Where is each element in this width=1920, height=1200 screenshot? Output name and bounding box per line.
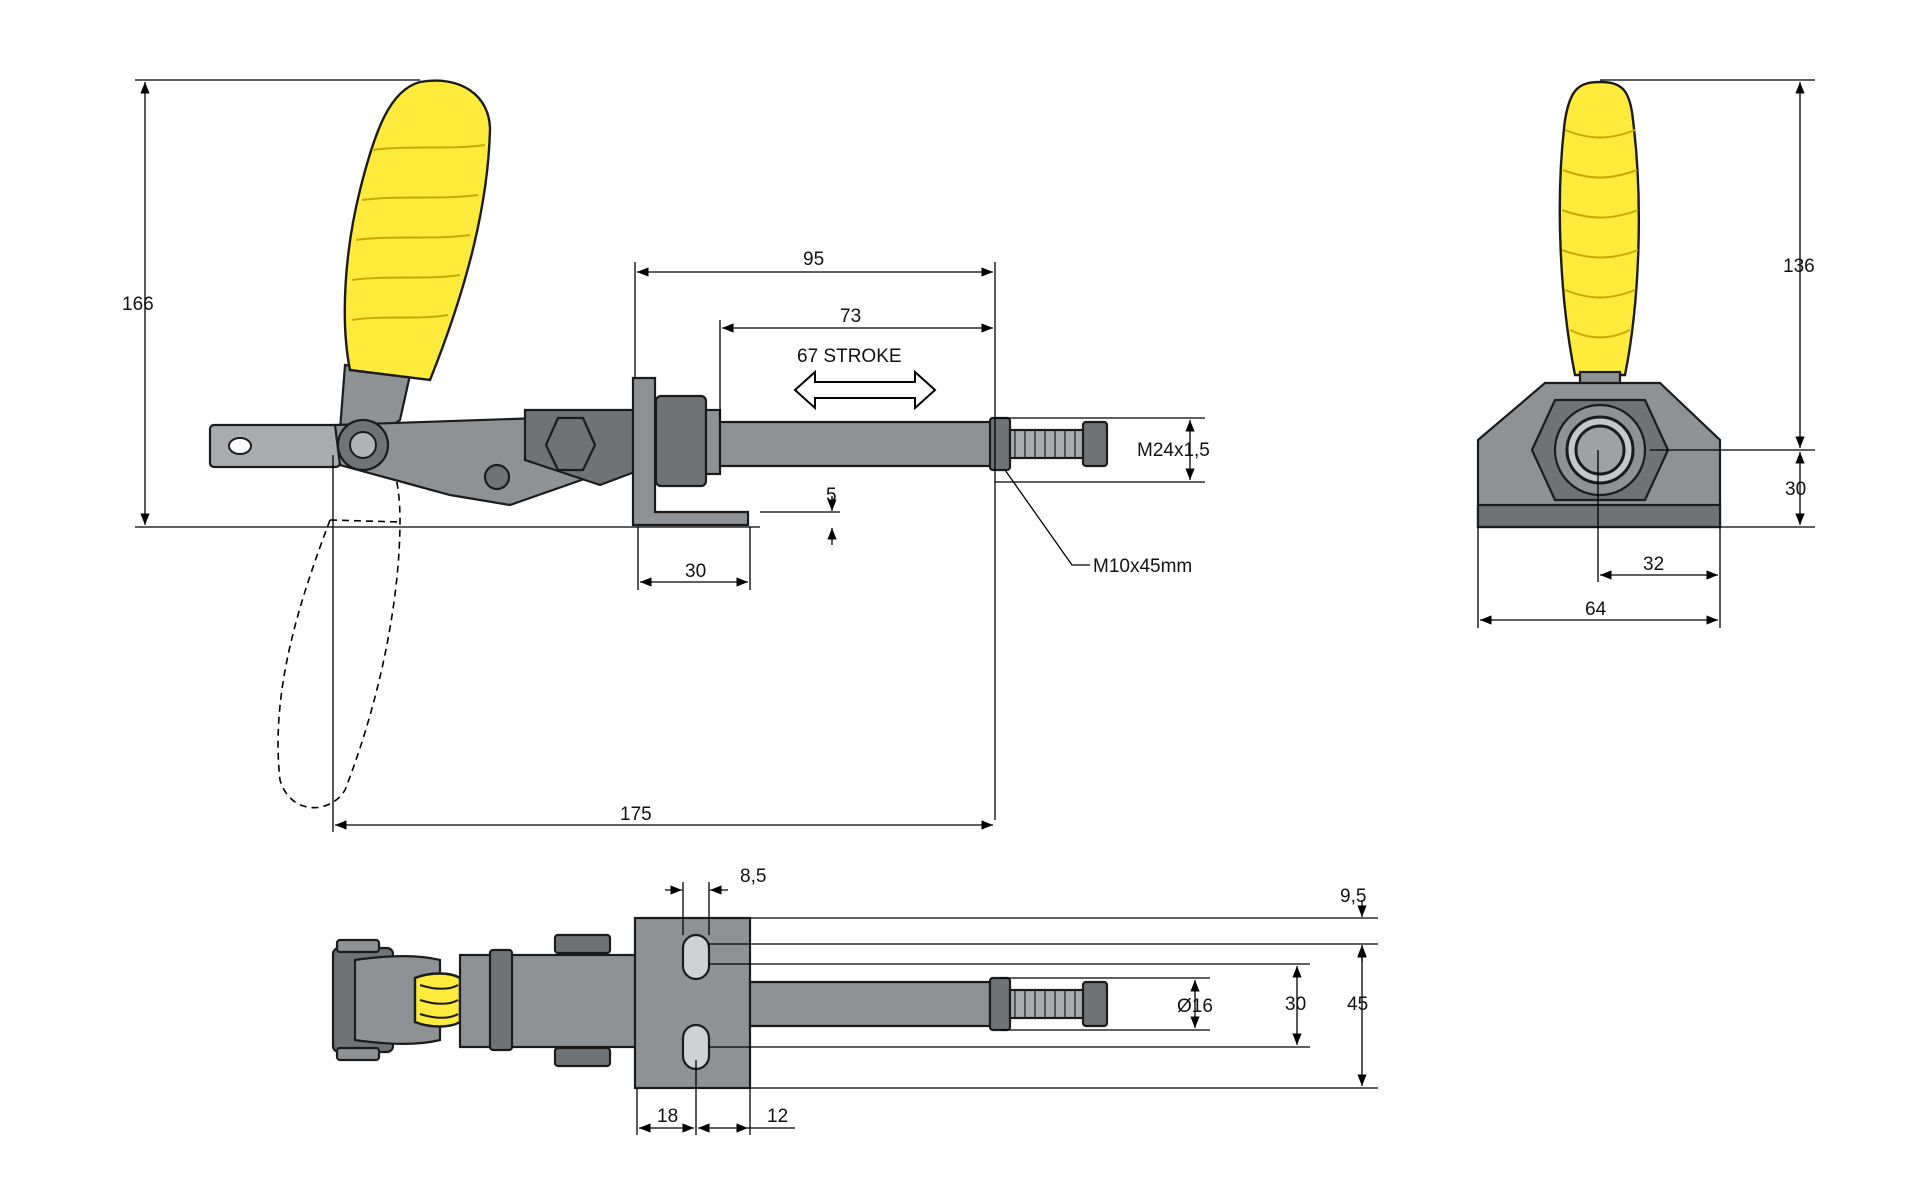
- dim-plunger-length: 73: [840, 306, 861, 327]
- dim-base-width: 30: [685, 561, 706, 582]
- dim-base-thickness: 5: [826, 485, 837, 506]
- lock-nut: [988, 416, 1012, 472]
- dim-hole-spacing: 30: [1285, 994, 1306, 1015]
- hex-bolt-head: [544, 416, 597, 472]
- plunger-rod: [718, 420, 997, 468]
- dim-overall-height: 166: [122, 294, 154, 315]
- dim-edge-offset: 9,5: [1340, 886, 1366, 907]
- dim-front-half-width: 32: [1643, 554, 1664, 575]
- dim-slot-width: 8,5: [740, 866, 766, 887]
- front-view: 136 30 32 64: [1476, 79, 1815, 628]
- top-bolt-lower: [553, 1046, 612, 1068]
- spindle-bolt: [1008, 428, 1087, 460]
- dim-slot-offset: 18: [657, 1106, 678, 1127]
- dim-main-thread: M24x1,5: [1137, 440, 1210, 461]
- dim-plate-height: 45: [1347, 994, 1368, 1015]
- front-base-foot: [1476, 503, 1722, 529]
- handle-grip: [343, 79, 492, 382]
- dim-overall-length: 175: [620, 804, 652, 825]
- mounting-bracket: [631, 376, 750, 527]
- dim-bolt-thread: M10x45mm: [1093, 556, 1192, 577]
- dim-stroke: 67 STROKE: [797, 346, 902, 367]
- dim-rod-diameter: Ø16: [1177, 996, 1213, 1017]
- dim-front-height-handle: 136: [1783, 256, 1815, 277]
- top-bolt-upper: [553, 933, 612, 955]
- dim-front-base-width: 64: [1585, 599, 1607, 620]
- dim-plunger-reach: 95: [803, 249, 824, 270]
- front-handle-grip: [1558, 80, 1641, 377]
- slot-upper: [681, 933, 711, 981]
- side-view: 166 9: [122, 79, 1210, 832]
- rivet: [483, 463, 511, 491]
- stroke-double-arrow: [793, 369, 937, 411]
- dim-front-height-base: 30: [1785, 479, 1806, 500]
- top-plunger-rod: [748, 980, 992, 1028]
- bolt-head: [1081, 420, 1109, 468]
- top-view: 8,5 9,5 Ø16 30 45 18 12: [331, 866, 1378, 1135]
- dim-edge-distance: 12: [767, 1106, 788, 1127]
- top-lever-body: [458, 953, 642, 1049]
- nut-washer: [704, 408, 722, 476]
- main-nut: [654, 394, 708, 488]
- handle-lowered-outline: [277, 459, 401, 809]
